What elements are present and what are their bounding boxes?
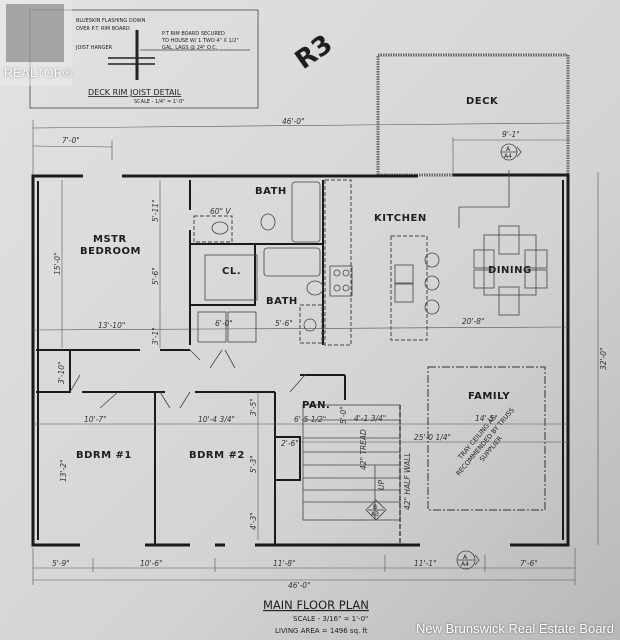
realtor-logo: REALTOR® [0, 0, 72, 86]
stool-icon [424, 299, 440, 315]
room-label-bath: BATH [266, 296, 298, 307]
room-label-master: BEDROOM [80, 246, 141, 257]
section-marker-top: A [506, 146, 511, 153]
sink-icon [211, 221, 229, 235]
stool-icon [424, 252, 440, 268]
dim-label: 10'-6" [140, 559, 163, 568]
dim-label: 5'-0" [339, 406, 348, 424]
detail-note: P.T RIM BOARD SECURED [162, 31, 225, 37]
section-marker-bottom: A4 [504, 153, 512, 160]
dim-label: 3'-1" [151, 327, 160, 345]
half-wall-note: 42" HALF WALL [403, 452, 412, 510]
dryer-icon [227, 311, 257, 343]
dim-label: 46'-0" [288, 581, 311, 590]
detail-note: JOIST HANGER [75, 45, 113, 51]
room-label-bedroom-1: BDRM #1 [76, 450, 132, 461]
bottom-dimensions: 5'-9" 10'-6" 11'-8" 11'-1" 7'-6" 46'-0" [32, 548, 576, 590]
section-marker: A A4 [500, 143, 522, 161]
detail-scale: SCALE - 1/4" = 1'-0" [134, 99, 185, 105]
room-label-deck: DECK [466, 96, 499, 107]
deck-rim-joist-detail: BLUESKIN FLASHING DOWN OVER P.T. RIM BOA… [29, 9, 259, 109]
section-marker-top: A [463, 554, 468, 561]
dim-label: 5'-6" [151, 267, 160, 285]
detail-note: BLUESKIN FLASHING DOWN [76, 18, 146, 24]
dim-label: 3'-10" [57, 361, 66, 384]
toilet-icon [260, 213, 276, 231]
room-label-dining: DINING [488, 265, 532, 276]
stair-up-note: UP [377, 480, 386, 490]
room-label-master: MSTR [93, 234, 127, 245]
dim-label: 3'-5" [249, 398, 258, 416]
kitchen-counter [324, 179, 352, 346]
stairs [302, 404, 401, 521]
vanity-note: 60" V [210, 207, 231, 216]
dim-top-overall: 46'-0" [282, 117, 305, 126]
section-marker-bottom: A4 [461, 561, 469, 568]
bathtub-icon [291, 181, 321, 243]
sink-icon [394, 264, 414, 284]
room-label-closet: CL. [222, 266, 241, 277]
washer-icon [197, 311, 227, 343]
room-label-family: FAMILY [468, 391, 510, 402]
section-marker: A A4 [456, 550, 480, 570]
bathtub-icon [263, 247, 321, 277]
dim-label: 4'-3" [249, 512, 258, 530]
dim-label: 14'-5" [475, 414, 498, 423]
dim-label: 5'-11" [151, 199, 160, 222]
plan-scale: SCALE - 3/16" = 1'-0" [293, 615, 368, 623]
dim-top-left: 7'-0" [62, 136, 80, 145]
living-area: LIVING AREA = 1496 sq. ft [275, 627, 368, 635]
fixtures [193, 170, 548, 521]
tray-ceiling-outline [427, 366, 546, 511]
room-label-bedroom-2: BDRM #2 [189, 450, 245, 461]
closet-shelf [204, 254, 258, 301]
dim-label: 15'-0" [53, 252, 62, 275]
section-marker: B A3 [365, 499, 387, 521]
dim-label: 6'-0" [215, 319, 233, 328]
dim-label: 11'-1" [414, 559, 437, 568]
section-marker-top: B [373, 504, 377, 511]
dim-label: 5'-9" [52, 559, 70, 568]
watermark: New Brunswick Real Estate Board [416, 621, 614, 636]
realtor-r-mark [6, 4, 64, 62]
dim-label: 10'-4 3/4" [198, 415, 235, 424]
dim-label: 4'-1 3/4" [354, 414, 386, 423]
interior-walls [36, 180, 401, 545]
dim-label: 7'-6" [520, 559, 538, 568]
section-marker-bottom: A3 [371, 511, 379, 518]
top-dimensions: 7'-0" 46'-0" 9'-1" [32, 117, 571, 175]
dim-label: 11'-8" [273, 559, 296, 568]
toilet-icon [306, 280, 324, 296]
dim-right-overall: 32'-0" [599, 347, 608, 370]
stool-icon [424, 275, 440, 291]
dim-label: 5'-3" [249, 455, 258, 473]
dim-top-right: 9'-1" [502, 130, 520, 139]
dim-label: 25'-0 1/4" [414, 433, 451, 442]
realtor-logo-text: REALTOR® [4, 66, 73, 80]
tread-note: 42" TREAD [359, 429, 368, 470]
dim-label: 20'-8" [462, 317, 485, 326]
vanity [193, 215, 233, 243]
room-label-bath: BATH [255, 186, 287, 197]
dim-label: 5'-6" [275, 319, 293, 328]
sink-icon [303, 318, 317, 332]
dim-label: 13'-10" [98, 321, 125, 330]
room-label-kitchen: KITCHEN [374, 213, 427, 224]
plan-title: MAIN FLOOR PLAN [263, 598, 369, 612]
dim-label: 13'-2" [59, 459, 68, 482]
dim-label: 6'-5 1/2" [294, 415, 326, 424]
detail-note: TO HOUSE W/ 1 TWO 4" X 1/2" [161, 38, 239, 44]
dining-table-icon [483, 234, 537, 296]
room-label-pantry: PAN. [302, 400, 330, 411]
detail-note: GAL. LAGS @ 24" O.C. [162, 45, 218, 51]
interior-dimensions: 13'-10" 6'-0" 5'-6" 20'-8" 15'-0" 5'-11"… [32, 180, 571, 540]
dim-label: 10'-7" [84, 415, 107, 424]
dim-label: 2'-6" [281, 439, 299, 448]
range-icon [329, 265, 353, 297]
detail-note: OVER P.T. RIM BOARD [76, 26, 130, 32]
detail-title: DECK RIM JOIST DETAIL [88, 88, 182, 97]
